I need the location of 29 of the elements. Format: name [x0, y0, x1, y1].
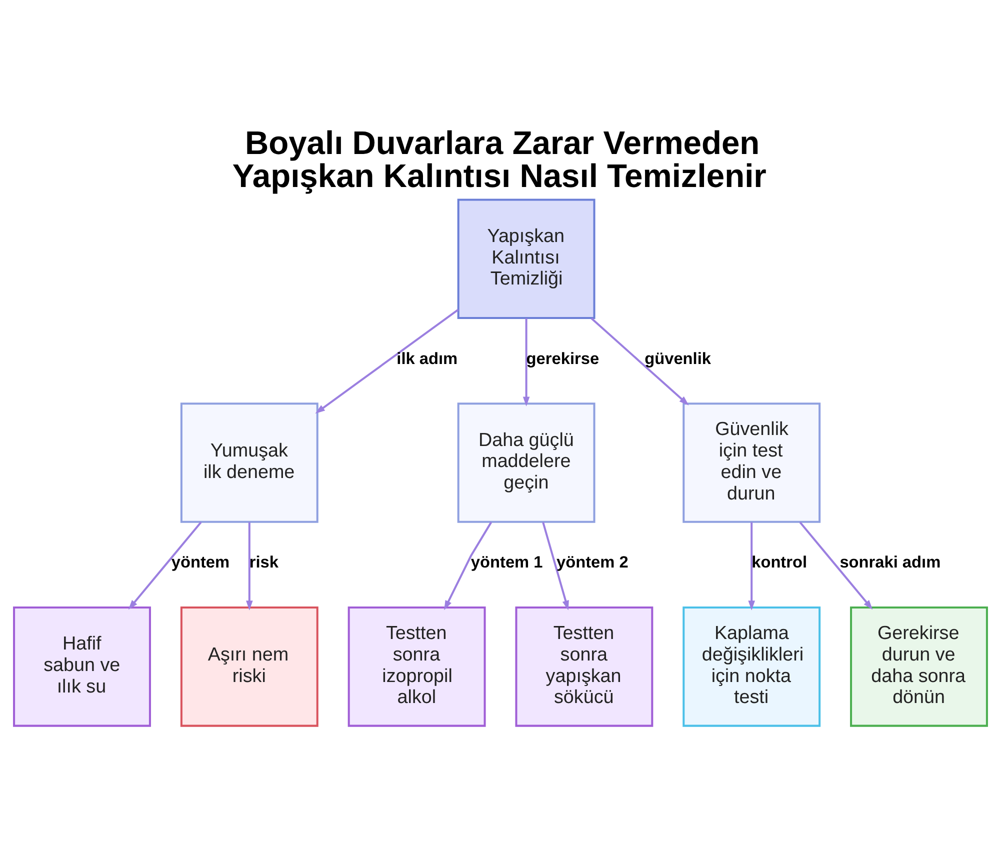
node-box: Aşırı nem riski [180, 606, 318, 726]
arrow [542, 522, 568, 610]
node-box: Güvenlik için test edin ve durun [682, 402, 820, 522]
node-box: Testten sonra izopropil alkol [347, 606, 486, 726]
node-box: Daha güçlü maddelere geçin [456, 402, 595, 522]
node-box: Yumuşak ilk deneme [180, 402, 318, 522]
node-box: Yapışkan Kalıntısı Temizliği [456, 198, 595, 319]
arrow [798, 521, 872, 610]
arrow [128, 521, 202, 610]
diagram-title: Boyalı Duvarlara Zarar Vermeden Yapışkan Kalıntısı Nasıl Temizlenir [232, 124, 766, 194]
node-box: Kaplama değişiklikleri için nokta testi [682, 606, 820, 726]
arrow [748, 522, 755, 610]
node-box: Testten sonra yapışkan sökücü [514, 606, 653, 726]
edge-label: güvenlik [644, 349, 710, 368]
arrow [522, 318, 530, 406]
arrow [444, 521, 492, 610]
edge-label: ilk adım [396, 349, 458, 368]
edge-label: risk [248, 553, 278, 572]
edge-label: gerekirse [526, 349, 599, 368]
node-box: Gerekirse durun ve daha sonra dönün [850, 606, 988, 726]
arrow [590, 317, 688, 405]
node-box: Hafif sabun ve ılık su [12, 606, 150, 726]
edge-label: yöntem 2 [556, 553, 628, 572]
edge-label: kontrol [751, 553, 807, 572]
edge-label: yöntem 1 [470, 553, 542, 572]
edge-label: yöntem [170, 553, 230, 572]
edge-label: sonraki adım [839, 553, 940, 572]
arrow [246, 522, 252, 610]
arrow [314, 308, 458, 414]
